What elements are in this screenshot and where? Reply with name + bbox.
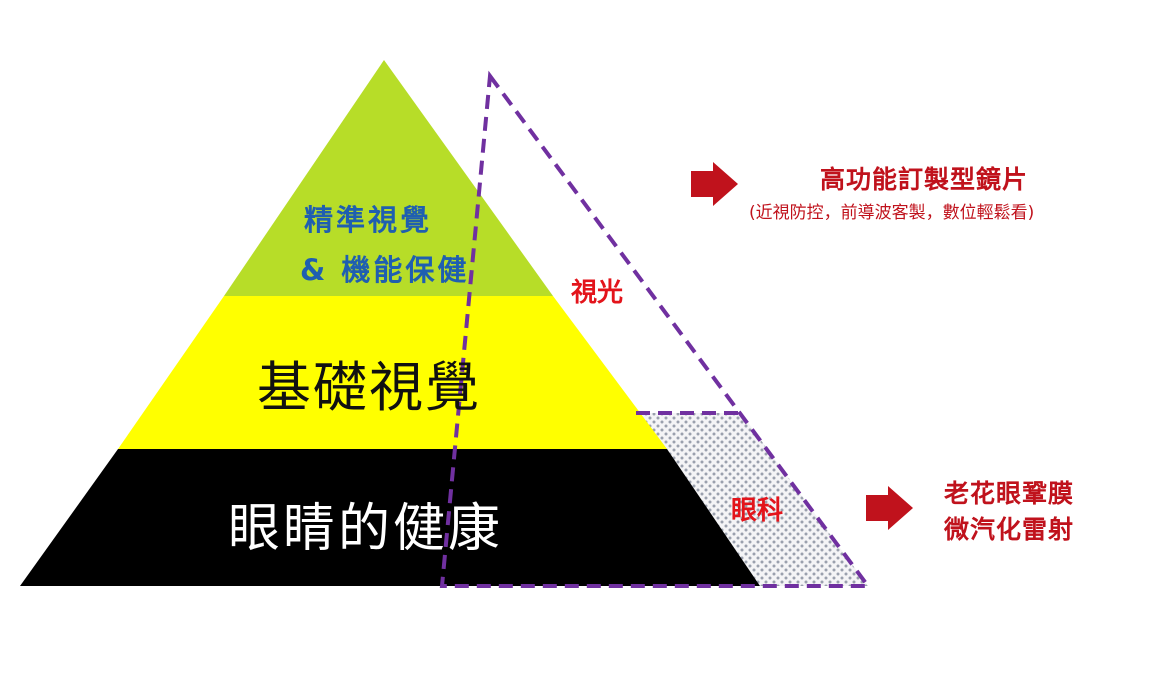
pyramid-middle-tier xyxy=(118,296,667,449)
pyramid-bottom-tier xyxy=(20,449,760,586)
right-arrow-icon xyxy=(691,162,738,206)
right-arrow-icon xyxy=(866,486,913,530)
ophthalmology-label: 眼科 xyxy=(731,496,784,526)
pyramid-top-tier xyxy=(224,60,553,296)
middle-tier-label: 基礎視覺 xyxy=(257,356,481,419)
ophthalmology-region xyxy=(636,413,868,586)
optometry-dashed-outline xyxy=(439,70,872,588)
lower-note-line1: 老花眼鞏膜 xyxy=(944,479,1075,508)
upper-note-subtitle: (近視防控，前導波客製，數位輕鬆看) xyxy=(749,203,1035,223)
top-tier-line1: 精準視覺 xyxy=(304,203,433,237)
lower-note-line2: 微汽化雷射 xyxy=(944,515,1075,544)
optometry-label: 視光 xyxy=(571,278,624,308)
upper-note-title: 高功能訂製型鏡片 xyxy=(820,165,1029,194)
top-tier-line2: & 機能保健 xyxy=(300,253,470,287)
bottom-tier-label: 眼睛的健康 xyxy=(228,499,504,559)
